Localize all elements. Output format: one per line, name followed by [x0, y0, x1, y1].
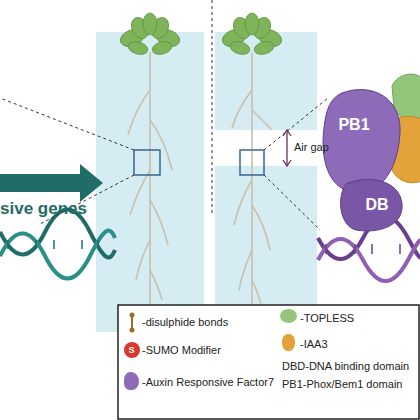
legend-text: -disulphide bonds: [142, 316, 228, 328]
domain-label: DB: [365, 196, 388, 214]
legend-swatch: [282, 334, 295, 351]
legend-text: -SUMO Modifier: [142, 344, 221, 356]
dbd-domain: DB: [338, 178, 404, 232]
divider-line: [212, 0, 213, 215]
arrow-graphic: [0, 164, 103, 202]
gene-caption: sive genes: [0, 199, 87, 219]
leader-line: [0, 98, 328, 230]
domain-outline: [341, 179, 403, 231]
legend-swatch: [280, 309, 297, 323]
legend-frame: [118, 305, 419, 419]
zoom-box: [134, 150, 160, 175]
legend-text: -Auxin Responsive Factor7: [142, 376, 274, 388]
air-gap-label: Air gap: [294, 141, 329, 153]
dna-helix: [0, 210, 115, 279]
disulphide-symbol: [130, 313, 135, 333]
air-gap-arrow: [283, 130, 291, 166]
legend-swatch: [124, 372, 139, 390]
legend-text: DBD-DNA binding domain: [282, 360, 409, 372]
domain-outline: [323, 90, 400, 193]
zoom-box: [240, 150, 264, 175]
legend-text: PB1-Phox/Bem1 domain: [282, 378, 402, 390]
legend-text: -IAA3: [300, 338, 328, 350]
medium-panel: [96, 32, 204, 332]
plant-illustration: [220, 13, 291, 330]
legend-text: -TOPLESS: [300, 312, 354, 324]
medium-panel: [215, 32, 317, 130]
sumo-letter: S: [129, 345, 135, 355]
domain-label: PB1: [338, 116, 369, 134]
plant-illustration: [118, 13, 182, 330]
